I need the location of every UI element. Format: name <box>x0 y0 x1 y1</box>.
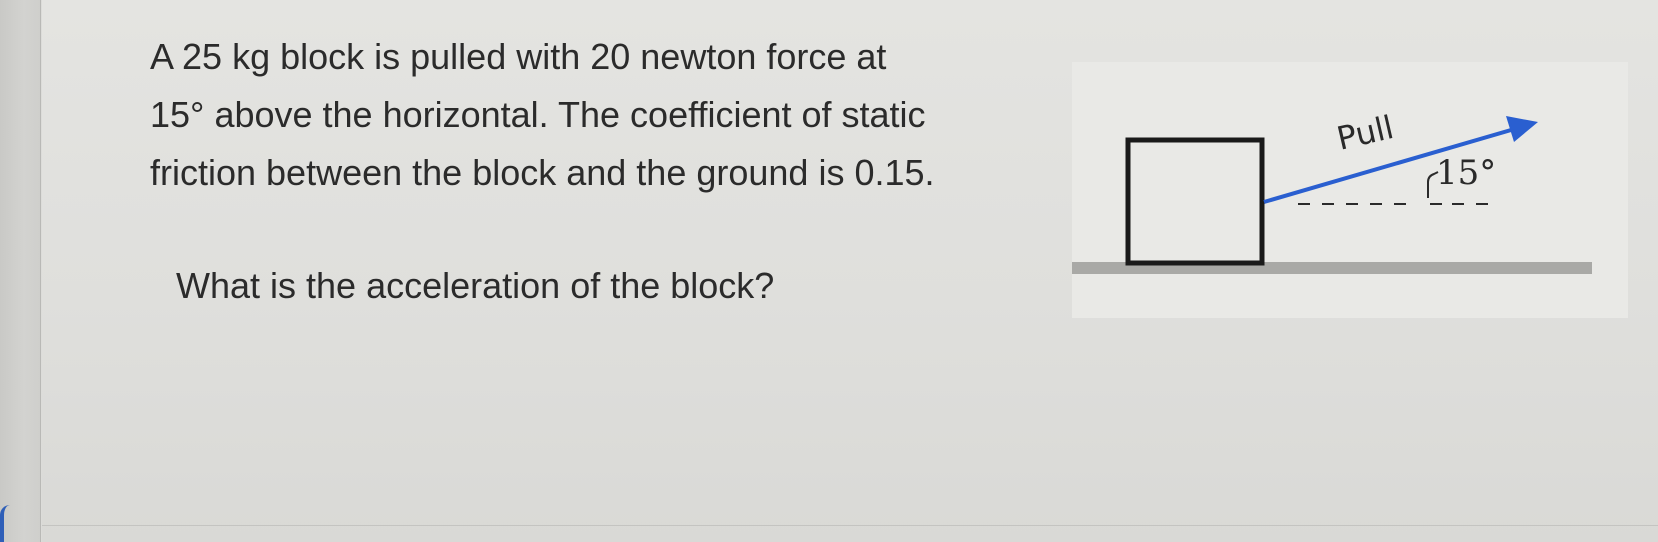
angle-label: 15° <box>1436 153 1496 193</box>
left-margin <box>0 0 41 542</box>
pull-label: Pull <box>1333 108 1397 158</box>
pull-force-line <box>1263 126 1519 204</box>
page-bottom-rule <box>42 525 1658 526</box>
block-pull-diagram: Pull 15° <box>1072 108 1592 274</box>
problem-line-3: friction between the block and the groun… <box>150 152 935 193</box>
question-prompt: What is the acceleration of the block? <box>176 265 775 306</box>
diagram-panel <box>1072 62 1628 318</box>
blue-edge-mark <box>0 505 18 542</box>
angle-arc <box>1427 171 1439 198</box>
problem-line-1: A 25 kg block is pulled with 20 newton f… <box>150 36 887 77</box>
block <box>1125 137 1265 266</box>
problem-line-2: 15° above the horizontal. The coefficien… <box>150 94 926 135</box>
pull-arrowhead <box>1506 116 1538 142</box>
problem-statement: A 25 kg block is pulled with 20 newton f… <box>150 28 1050 202</box>
